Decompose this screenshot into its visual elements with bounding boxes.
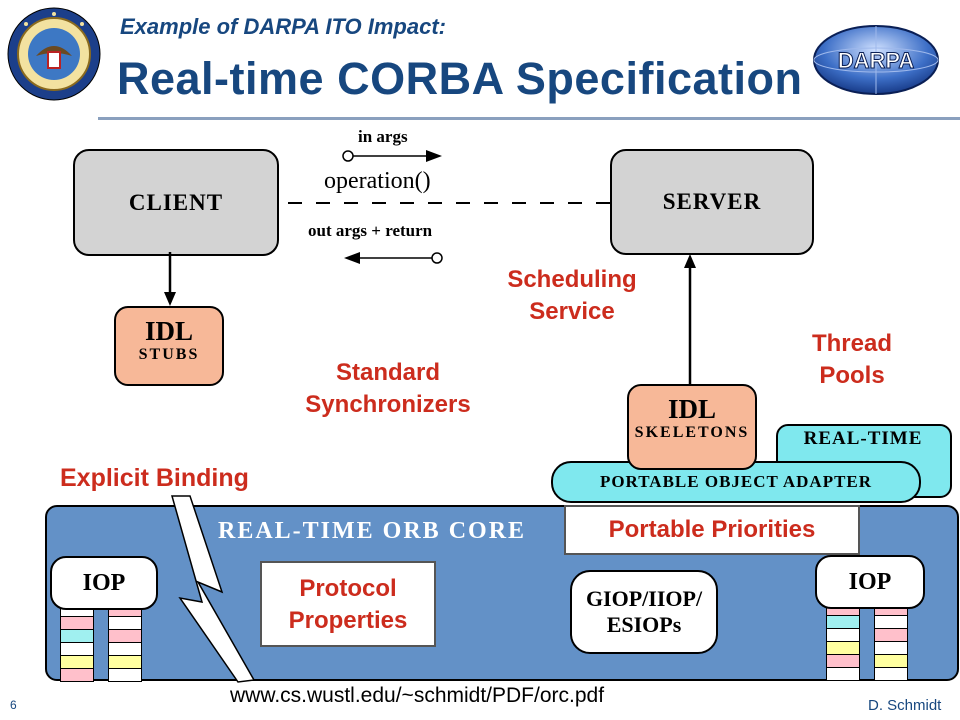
iop-left-stack-b bbox=[108, 603, 142, 682]
in-args-dot bbox=[342, 150, 354, 162]
idl-stubs-bottom: STUBS bbox=[138, 346, 200, 363]
portable-priorities-label: Portable Priorities bbox=[564, 505, 860, 555]
synchronizers-line2: Synchronizers bbox=[305, 391, 471, 418]
darpa-logo-text: DARPA bbox=[838, 48, 915, 73]
header-divider bbox=[98, 117, 960, 120]
idl-skeletons-bottom: SKELETONS bbox=[634, 424, 750, 441]
giop-box: GIOP/IIOP/ ESIOPs bbox=[570, 570, 718, 654]
slide-title: Real-time CORBA Specification bbox=[117, 53, 803, 104]
giop-line2: ESIOPs bbox=[606, 612, 682, 637]
out-args-arrowhead bbox=[344, 252, 360, 264]
giop-line1: GIOP/IIOP/ bbox=[585, 586, 703, 611]
realtime-label: REAL-TIME bbox=[803, 428, 923, 449]
iop-left-stack-a bbox=[60, 603, 94, 682]
out-args-dot bbox=[431, 252, 443, 264]
scheduling-service-label: Scheduling Service bbox=[472, 264, 672, 328]
reference-url: www.cs.wustl.edu/~schmidt/PDF/orc.pdf bbox=[230, 684, 605, 707]
page-number: 6 bbox=[10, 698, 17, 712]
protocol-properties-line2: Properties bbox=[288, 607, 408, 634]
idl-stubs-box: IDL STUBS bbox=[114, 306, 224, 386]
thread-pools-line2: Pools bbox=[819, 362, 885, 389]
iop-left-box: IOP bbox=[50, 556, 158, 610]
dod-seal-icon bbox=[7, 7, 101, 101]
in-args-arrowhead bbox=[426, 150, 442, 162]
synchronizers-label: Standard Synchronizers bbox=[268, 357, 508, 421]
iop-right-stack-b bbox=[874, 602, 908, 681]
iop-right-box: IOP bbox=[815, 555, 925, 609]
explicit-binding-label: Explicit Binding bbox=[60, 464, 249, 492]
explicit-binding-split bbox=[171, 495, 256, 683]
thread-pools-line1: Thread bbox=[811, 330, 892, 357]
scheduling-line2: Service bbox=[529, 298, 615, 325]
operation-arrows: in args operation() out args + return bbox=[288, 127, 610, 264]
orb-core-label: REAL-TIME ORB CORE bbox=[218, 518, 527, 544]
server-box: SERVER bbox=[610, 149, 814, 255]
protocol-properties-label: Protocol Properties bbox=[260, 561, 436, 647]
author-label: D. Schmidt bbox=[868, 697, 942, 714]
darpa-logo-icon: DARPA bbox=[813, 25, 939, 95]
client-to-stubs-arrow bbox=[164, 252, 176, 306]
out-args-label: out args + return bbox=[308, 221, 433, 240]
synchronizers-line1: Standard bbox=[335, 359, 440, 386]
thread-pools-label: Thread Pools bbox=[782, 328, 922, 392]
operation-label: operation() bbox=[324, 168, 431, 194]
protocol-properties-line1: Protocol bbox=[299, 575, 397, 602]
scheduling-line1: Scheduling bbox=[507, 266, 637, 293]
slide-subtitle: Example of DARPA ITO Impact: bbox=[120, 14, 446, 39]
client-box: CLIENT bbox=[73, 149, 279, 256]
iop-right-stack-a bbox=[826, 602, 860, 681]
idl-skeletons-top: IDL bbox=[667, 394, 716, 424]
idl-stubs-top: IDL bbox=[144, 316, 193, 346]
in-args-label: in args bbox=[358, 127, 408, 146]
skeletons-to-server-arrow bbox=[684, 254, 696, 386]
idl-skeletons-box: IDL SKELETONS bbox=[627, 384, 757, 470]
